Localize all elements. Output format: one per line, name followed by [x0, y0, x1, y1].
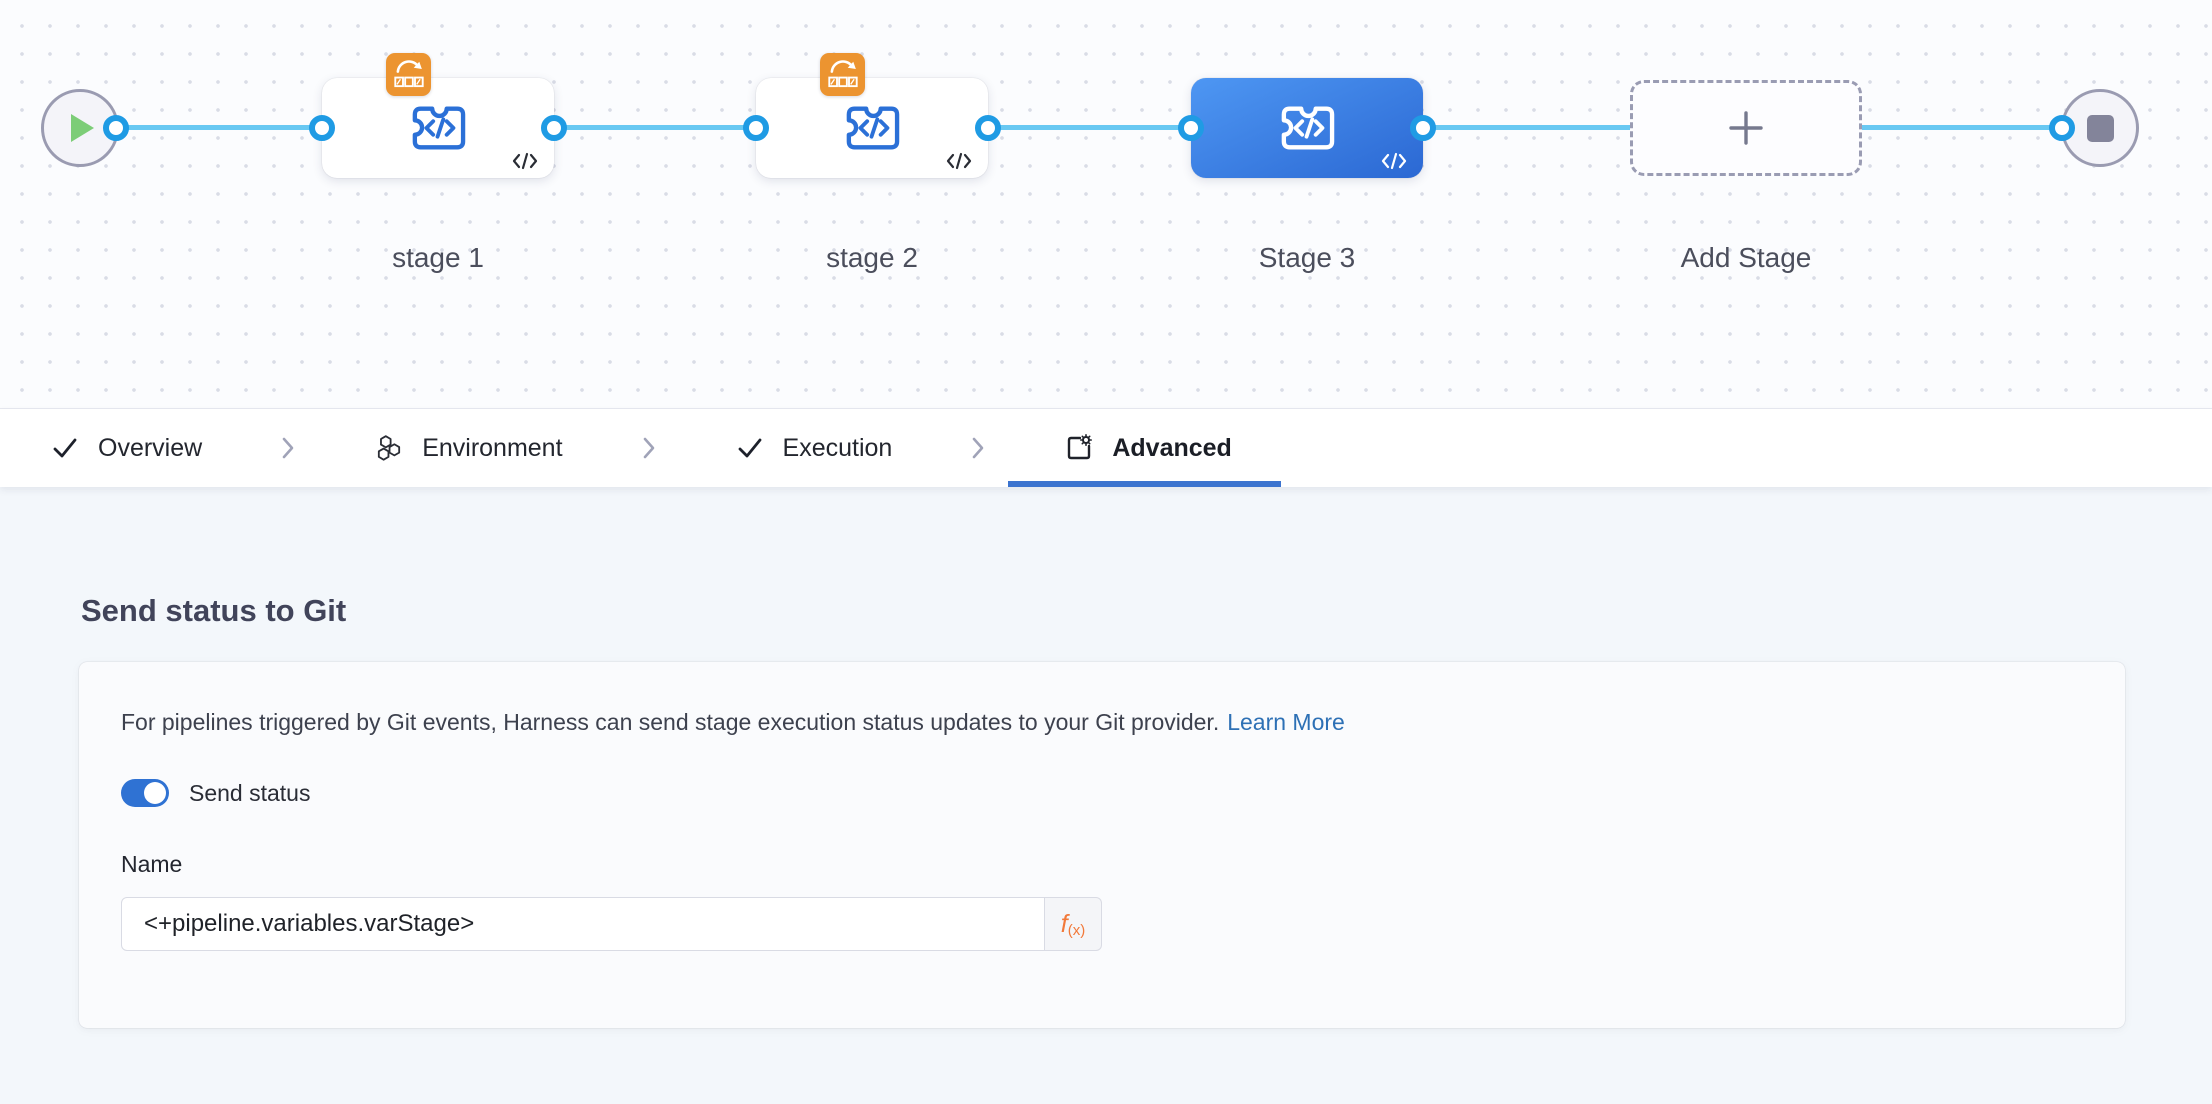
- stage-label: stage 2: [826, 242, 918, 273]
- link-stage3-addstage: [1423, 125, 1630, 130]
- advanced-tab-content: Send status to Git For pipelines trigger…: [0, 487, 2212, 1104]
- expression-fx-button[interactable]: f(x): [1045, 897, 1102, 951]
- fx-sub: (x): [1067, 921, 1086, 939]
- send-status-toggle-row: Send status: [121, 779, 310, 807]
- stage-card-stage3-selected[interactable]: [1191, 78, 1423, 178]
- name-input[interactable]: [121, 897, 1045, 951]
- connector-stage3-out[interactable]: [1410, 115, 1436, 141]
- chevron-right-icon: [276, 409, 300, 487]
- connector-stage1-out[interactable]: [541, 115, 567, 141]
- section-title: Send status to Git: [81, 593, 347, 628]
- chevron-right-icon: [966, 409, 990, 487]
- tab-label: Overview: [98, 433, 203, 462]
- name-input-row: f(x): [121, 897, 1102, 951]
- name-field-label: Name: [121, 851, 183, 877]
- tab-advanced[interactable]: Advanced: [1008, 409, 1282, 487]
- toggle-knob: [144, 782, 166, 804]
- link-stage1-stage2: [554, 125, 756, 130]
- pipeline-canvas[interactable]: stage 1 stage 2 Stage 3 Add Stage: [0, 0, 2212, 409]
- panel-description: For pipelines triggered by Git events, H…: [121, 709, 1345, 736]
- connector-stage2-out[interactable]: [975, 115, 1001, 141]
- tab-overview[interactable]: Overview: [46, 409, 206, 487]
- rolling-strategy-icon: [820, 53, 865, 96]
- connector-start-out[interactable]: [103, 115, 129, 141]
- fx-f: f: [1060, 909, 1068, 938]
- send-status-toggle[interactable]: [121, 779, 169, 807]
- code-icon: [1381, 152, 1407, 170]
- environment-icon: [378, 435, 401, 461]
- tab-label: Advanced: [1112, 433, 1232, 462]
- tab-label: Environment: [422, 433, 563, 462]
- connector-stage2-in[interactable]: [743, 115, 769, 141]
- link-stage2-stage3: [988, 125, 1191, 130]
- custom-stage-icon: [846, 106, 900, 150]
- tab-execution[interactable]: Execution: [731, 409, 897, 487]
- toggle-label: Send status: [189, 779, 311, 806]
- stage-card-stage1[interactable]: [322, 78, 554, 178]
- tab-label: Execution: [782, 433, 893, 462]
- add-stage-button[interactable]: [1630, 80, 1862, 176]
- link-start-stage1: [116, 125, 322, 130]
- stage-label: Add Stage: [1680, 242, 1812, 273]
- play-icon: [71, 114, 94, 142]
- stage-label: stage 1: [392, 242, 484, 273]
- send-status-panel: For pipelines triggered by Git events, H…: [79, 662, 2125, 1028]
- stage-label: Stage 3: [1258, 242, 1356, 273]
- stage-wizard-tab-bar: Overview Environment Execution Advanced: [0, 409, 2212, 487]
- description-text: For pipelines triggered by Git events, H…: [121, 709, 1220, 735]
- link-addstage-end: [1862, 125, 2062, 130]
- rolling-strategy-icon: [386, 53, 431, 96]
- tab-environment[interactable]: Environment: [370, 409, 566, 487]
- stop-icon: [2086, 114, 2114, 142]
- plus-icon: [1729, 111, 1763, 145]
- learn-more-link[interactable]: Learn More: [1227, 709, 1345, 735]
- stage-card-stage2[interactable]: [756, 78, 988, 178]
- code-icon: [512, 152, 538, 170]
- connector-stage3-in[interactable]: [1178, 115, 1204, 141]
- connector-stage1-in[interactable]: [309, 115, 335, 141]
- connector-end-in[interactable]: [2049, 115, 2075, 141]
- custom-stage-icon: [1281, 106, 1335, 150]
- code-icon: [946, 152, 972, 170]
- check-icon: [738, 438, 761, 458]
- custom-stage-icon: [412, 106, 466, 150]
- advanced-settings-icon: [1068, 434, 1093, 460]
- check-icon: [53, 438, 77, 458]
- chevron-right-icon: [637, 409, 661, 487]
